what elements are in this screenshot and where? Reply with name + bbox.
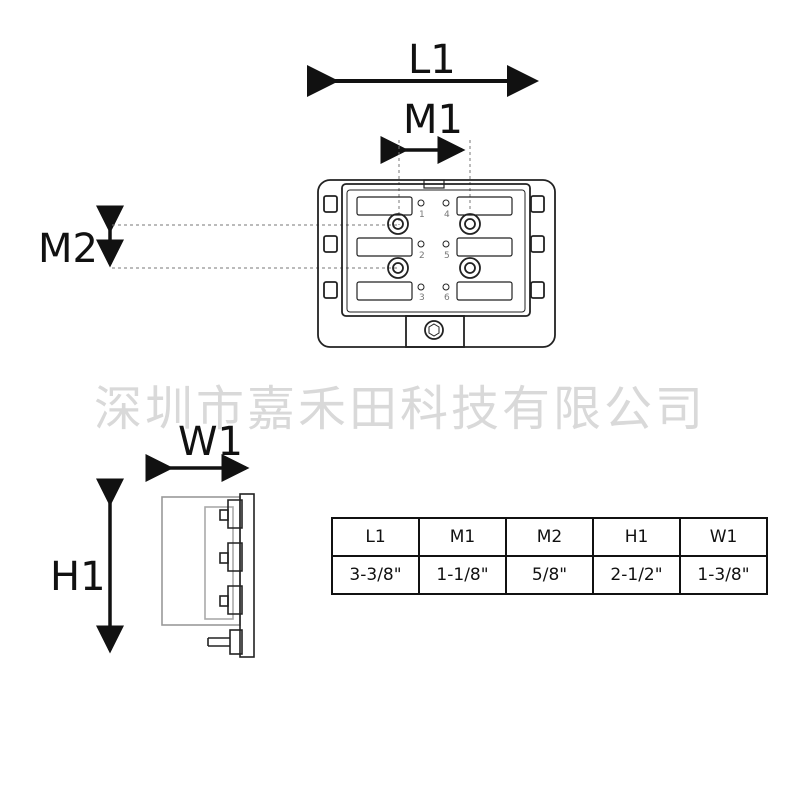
dimension-spec-table: L1 M1 M2 H1 W1 3-3/8" 1-1/8" 5/8" 2-1/2"… (331, 517, 768, 595)
table-header-cell: W1 (679, 517, 768, 557)
h1-label: H1 (50, 554, 106, 600)
table-header-cell: M1 (418, 517, 507, 557)
table-header-row: L1 M1 M2 H1 W1 (331, 517, 768, 557)
company-watermark: 深圳市嘉禾田科技有限公司 (93, 381, 706, 437)
table-value-cell: 1-3/8" (679, 555, 768, 595)
table-header-cell: L1 (331, 517, 420, 557)
slot-number: 1 (419, 210, 425, 220)
table-value-cell: 1-1/8" (418, 555, 507, 595)
slot-number: 6 (444, 293, 450, 303)
fuse-slot-numbers: 1 4 2 5 3 6 (419, 210, 450, 303)
fuse-block-top-view (317, 179, 556, 348)
table-header-cell: M2 (505, 517, 594, 557)
fuse-block-side-view (161, 493, 255, 658)
table-value-cell: 3-3/8" (331, 555, 420, 595)
m2-label: M2 (38, 226, 98, 272)
slot-number: 5 (444, 251, 450, 261)
m1-label: M1 (403, 97, 463, 143)
slot-number: 3 (419, 293, 425, 303)
m2-dimension-arrow (96, 205, 397, 269)
slot-number: 2 (419, 251, 425, 261)
table-value-cell: 5/8" (505, 555, 594, 595)
table-value-cell: 2-1/2" (592, 555, 681, 595)
table-value-row: 3-3/8" 1-1/8" 5/8" 2-1/2" 1-3/8" (331, 555, 768, 595)
l1-label: L1 (408, 37, 456, 83)
w1-label: W1 (178, 419, 243, 465)
table-header-cell: H1 (592, 517, 681, 557)
m1-dimension-arrow (380, 136, 471, 225)
slot-number: 4 (444, 210, 450, 220)
